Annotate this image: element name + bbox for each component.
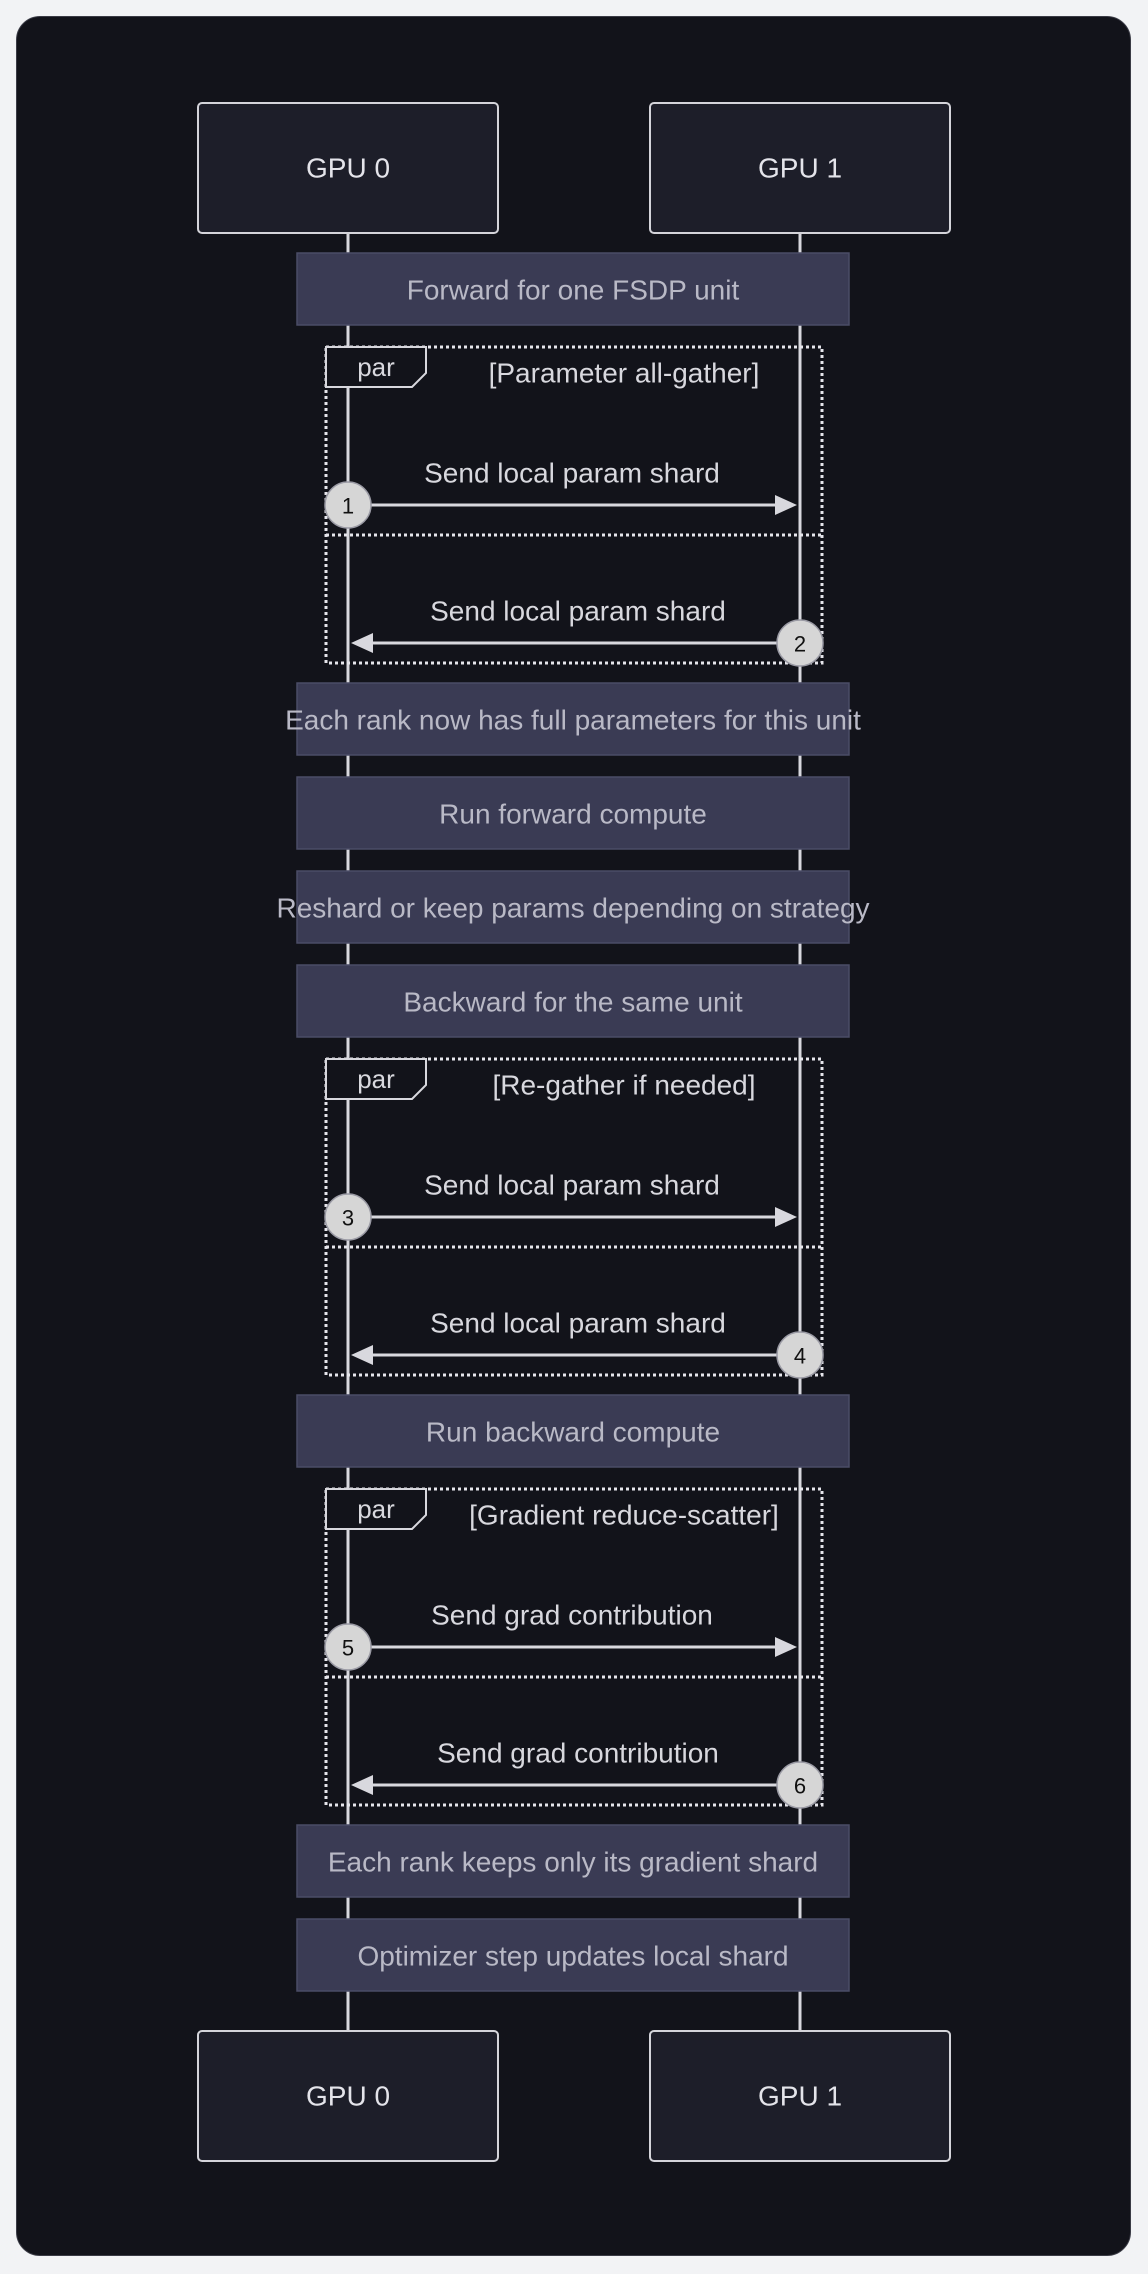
sequence-number-badge (324, 1623, 372, 1671)
message-label: Send local param shard (430, 596, 726, 627)
sequence-number-badge (776, 1331, 824, 1379)
actor-box-gpu1-top (649, 102, 951, 234)
actor-box-gpu0-bottom (197, 2030, 499, 2162)
note-box (296, 1394, 850, 1468)
actor-label-gpu1-top: GPU 1 (758, 153, 842, 184)
arrow-head-icon (775, 495, 797, 515)
arrow-head-icon (775, 1637, 797, 1657)
par-label: par (357, 352, 395, 382)
message-label: Send grad contribution (437, 1738, 719, 1769)
note-box (296, 964, 850, 1038)
actor-box-gpu0-top (197, 102, 499, 234)
note-box (296, 682, 850, 756)
message-label: Send local param shard (430, 1308, 726, 1339)
sequence-number: 5 (342, 1636, 354, 1661)
note-text: Each rank now has full parameters for th… (285, 705, 861, 736)
message-label: Send grad contribution (431, 1600, 713, 1631)
sequence-number-badge (324, 481, 372, 529)
arrow-head-icon (351, 633, 373, 653)
sequence-number: 2 (794, 632, 806, 657)
arrow-head-icon (775, 1207, 797, 1227)
arrow-head-icon (351, 1775, 373, 1795)
note-text: Forward for one FSDP unit (407, 275, 740, 306)
par-tab (325, 1488, 427, 1530)
sequence-number: 1 (342, 494, 354, 519)
note-text: Each rank keeps only its gradient shard (328, 1847, 818, 1878)
sequence-number-badge (776, 619, 824, 667)
note-text: Backward for the same unit (403, 987, 742, 1018)
sequence-number: 3 (342, 1206, 354, 1231)
note-box (296, 776, 850, 850)
par-condition: [Re-gather if needed] (492, 1070, 755, 1101)
sequence-number-badge (324, 1193, 372, 1241)
par-label: par (357, 1064, 395, 1094)
note-box (296, 870, 850, 944)
par-tab (325, 1058, 427, 1100)
sequence-number: 6 (794, 1774, 806, 1799)
note-text: Optimizer step updates local shard (357, 1941, 788, 1972)
note-box (296, 252, 850, 326)
note-box (296, 1918, 850, 1992)
arrow-head-icon (351, 1345, 373, 1365)
par-condition: [Parameter all-gather] (489, 358, 760, 389)
actor-label-gpu1-bottom: GPU 1 (758, 2081, 842, 2112)
note-text: Run backward compute (426, 1417, 720, 1448)
note-text: Reshard or keep params depending on stra… (276, 893, 869, 924)
par-condition: [Gradient reduce-scatter] (469, 1500, 779, 1531)
par-label: par (357, 1494, 395, 1524)
note-text: Run forward compute (439, 799, 707, 830)
actor-label-gpu0-bottom: GPU 0 (306, 2081, 390, 2112)
sequence-number-badge (776, 1761, 824, 1809)
actor-label-gpu0-top: GPU 0 (306, 153, 390, 184)
message-label: Send local param shard (424, 458, 720, 489)
note-box (296, 1824, 850, 1898)
sequence-number: 4 (794, 1344, 806, 1369)
message-label: Send local param shard (424, 1170, 720, 1201)
actor-box-gpu1-bottom (649, 2030, 951, 2162)
diagram-card: GPU 0 GPU 1 GPU 0 GPU 1 Forward for one FSDP… (16, 16, 1131, 2256)
sequence-diagram: GPU 0 GPU 1 GPU 0 GPU 1 Forward for one FSDP… (197, 102, 951, 2162)
par-tab (325, 346, 427, 388)
